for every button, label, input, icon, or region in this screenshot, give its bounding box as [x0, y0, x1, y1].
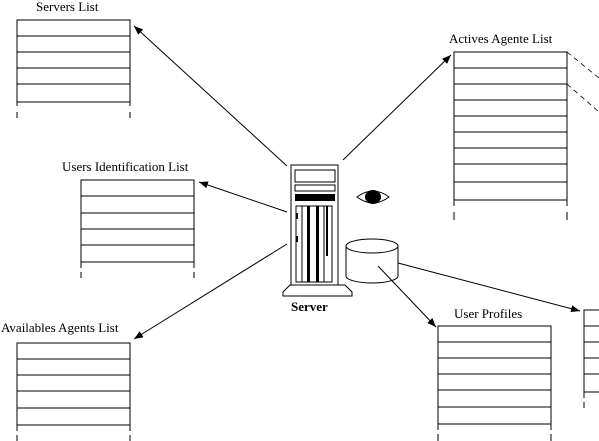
- actives-agente-list-node: Actives Agente List: [449, 31, 599, 220]
- dashed-connector: [566, 51, 599, 79]
- arrow-to-servers-list: [133, 25, 288, 167]
- availables-agents-list-table: [16, 342, 131, 441]
- database-cylinder-icon: [345, 238, 399, 284]
- availables-agents-list-node: Availables Agents List: [1, 320, 131, 441]
- user-profiles-label: User Profiles: [454, 306, 522, 321]
- users-identification-list-label: Users Identification List: [62, 159, 189, 174]
- actives-agente-list-label: Actives Agente List: [449, 31, 553, 46]
- partial-table-right-edge: [583, 309, 599, 408]
- arrow-to-right-table: [397, 262, 581, 313]
- actives-agente-list-table: [453, 51, 568, 220]
- user-profiles-node: User Profiles: [437, 306, 552, 441]
- users-identification-list-node: Users Identification List: [62, 159, 195, 278]
- arrow-to-user-profiles: [377, 265, 437, 328]
- servers-list-table: [16, 19, 131, 118]
- dashed-connector: [566, 83, 599, 113]
- availables-agents-list-label: Availables Agents List: [1, 320, 119, 335]
- eye-icon: [356, 190, 390, 204]
- servers-list-label: Servers List: [36, 0, 99, 14]
- server-tower-icon: [282, 164, 353, 297]
- server-label: Server: [291, 299, 328, 314]
- servers-list-node: Servers List: [16, 0, 131, 118]
- arrow-to-availables-agents-list: [133, 243, 288, 340]
- users-identification-list-table: [80, 179, 195, 278]
- user-profiles-table: [437, 325, 552, 441]
- arrow-to-actives-agente-list: [342, 54, 452, 161]
- arrow-to-users-identification-list: [198, 181, 288, 213]
